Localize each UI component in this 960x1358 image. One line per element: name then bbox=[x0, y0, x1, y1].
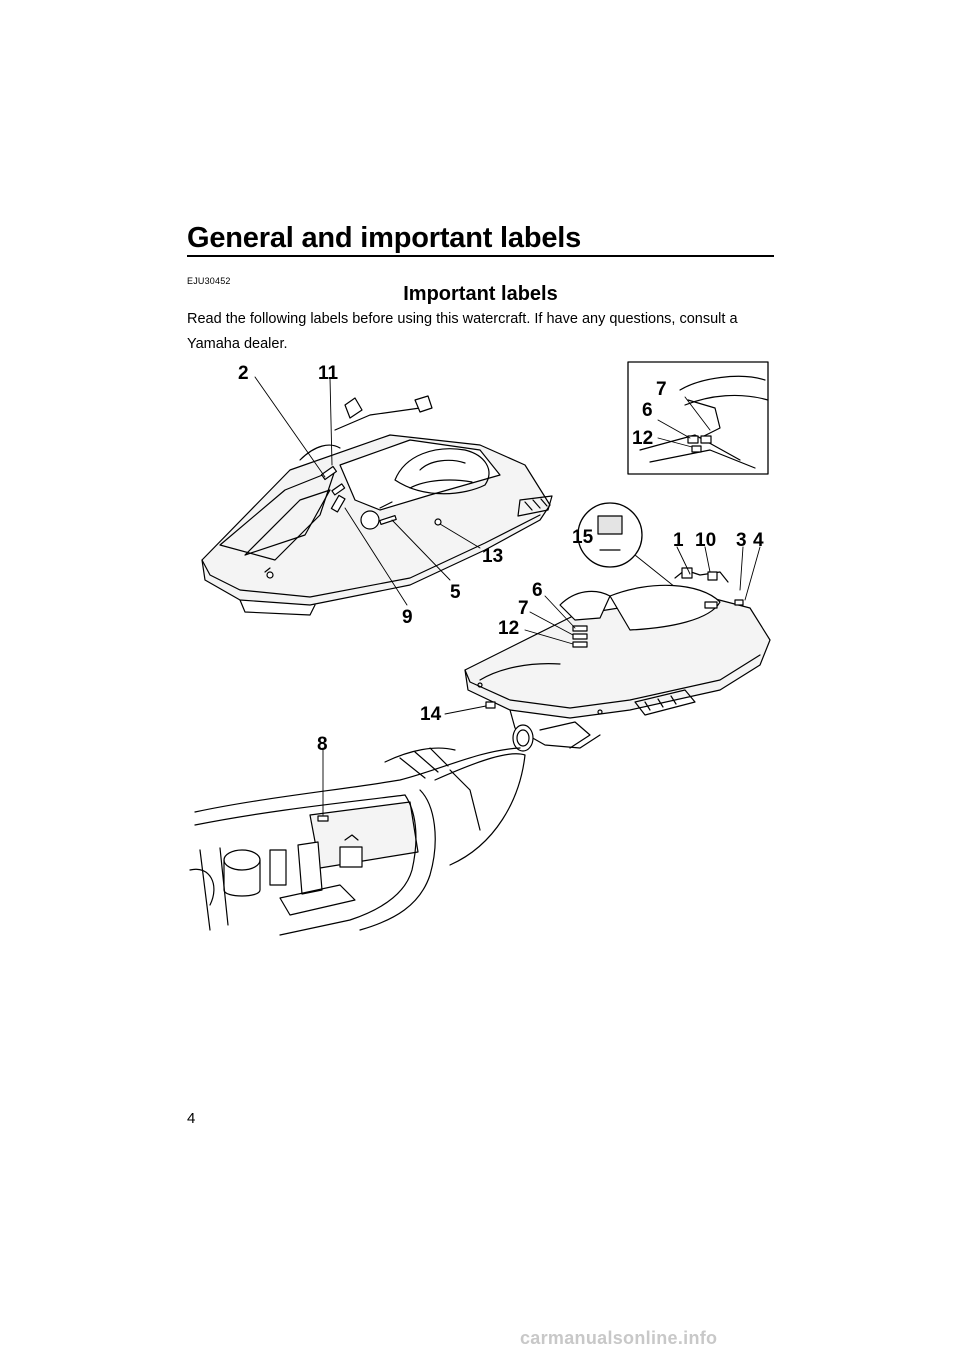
watercraft-rear-view bbox=[444, 502, 771, 752]
callout-inset-7: 7 bbox=[656, 379, 667, 400]
callout-top-2: 2 bbox=[238, 363, 249, 384]
callout-right-7: 7 bbox=[518, 598, 529, 619]
watermark: carmanualsonline.info bbox=[520, 1328, 718, 1348]
engine-compartment-view bbox=[189, 747, 526, 936]
doc-code: EJU30452 bbox=[187, 276, 231, 286]
intro-paragraph: Read the following labels before using t… bbox=[187, 311, 738, 352]
callout-right-6: 6 bbox=[532, 580, 543, 601]
callout-top-5: 5 bbox=[450, 582, 461, 603]
callout-bottom-8: 8 bbox=[317, 734, 328, 755]
callout-right-15: 15 bbox=[572, 527, 594, 548]
label-locations-figure: 2 11 13 5 9 7 6 12 bbox=[180, 350, 780, 950]
header-rule bbox=[187, 255, 774, 257]
section-title: Important labels bbox=[403, 283, 558, 305]
page-header-title: General and important labels bbox=[187, 222, 582, 254]
callout-inset-12: 12 bbox=[632, 428, 653, 449]
callout-right-3: 3 bbox=[736, 530, 747, 551]
callout-right-1: 1 bbox=[673, 530, 684, 551]
callout-top-13: 13 bbox=[482, 546, 503, 567]
callout-right-14: 14 bbox=[420, 704, 442, 725]
callout-right-4: 4 bbox=[753, 530, 764, 551]
callout-right-12: 12 bbox=[498, 618, 519, 639]
watercraft-illustration: 2 11 13 5 9 7 6 12 bbox=[189, 361, 771, 936]
watercraft-front-view bbox=[201, 376, 553, 616]
callout-inset-6: 6 bbox=[642, 400, 653, 421]
callout-top-9: 9 bbox=[402, 607, 413, 628]
callout-right-10: 10 bbox=[695, 530, 716, 551]
page-number: 4 bbox=[187, 1110, 196, 1127]
callout-top-11: 11 bbox=[318, 363, 339, 384]
inset-detail-box bbox=[627, 361, 769, 475]
